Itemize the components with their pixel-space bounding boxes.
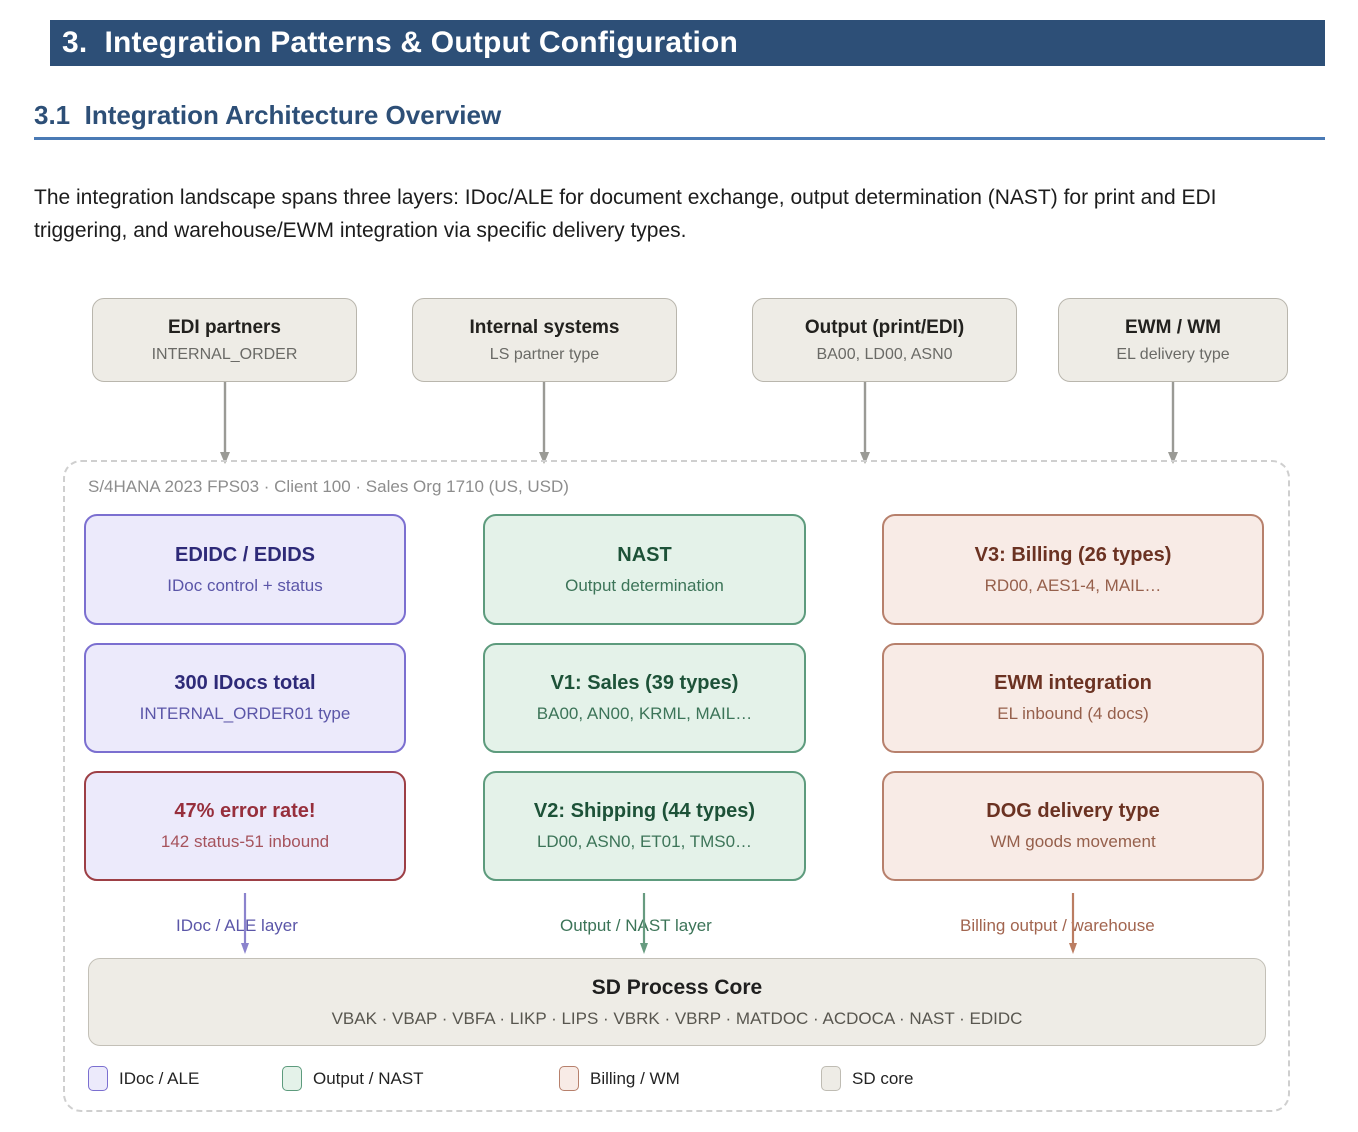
component-card-v3-billing: V3: Billing (26 types) RD00, AES1-4, MAI… (882, 514, 1264, 625)
arrow-down-icon (1069, 893, 1077, 954)
arrow-down-icon (241, 893, 249, 954)
legend-label: Billing / WM (590, 1068, 680, 1088)
layer-label-output-nast: Output / NAST layer (560, 916, 712, 935)
external-source-box-edi-partners: EDI partners INTERNAL_ORDER (92, 298, 357, 382)
external-source-title: Internal systems (469, 316, 620, 338)
component-title: V1: Sales (39 types) (550, 672, 739, 694)
legend-item-sd-core: SD core (821, 1066, 913, 1091)
component-title: EDIDC / EDIDS (174, 543, 316, 566)
legend-swatch-icon (282, 1066, 302, 1091)
component-subtitle: WM goods movement (990, 832, 1156, 851)
subsection-divider (34, 137, 1325, 140)
component-card-error-rate: 47% error rate! 142 status-51 inbound (84, 771, 406, 881)
legend-swatch-icon (88, 1066, 108, 1091)
component-card-300-idocs-total: 300 IDocs total INTERNAL_ORDER01 type (84, 643, 406, 753)
external-source-box-output: Output (print/EDI) BA00, LD00, ASN0 (752, 298, 1017, 382)
component-card-dog-delivery-type: DOG delivery type WM goods movement (882, 771, 1264, 881)
component-subtitle: IDoc control + status (167, 575, 323, 595)
legend: IDoc / ALE Output / NAST Billing / WM SD… (88, 1066, 1258, 1096)
core-title: SD Process Core (591, 975, 763, 999)
component-subtitle: Output determination (565, 575, 724, 595)
component-card-v1-sales: V1: Sales (39 types) BA00, AN00, KRML, M… (483, 643, 806, 753)
external-source-subtitle: BA00, LD00, ASN0 (816, 345, 953, 363)
intro-paragraph: The integration landscape spans three la… (34, 186, 1217, 242)
external-source-title: EWM / WM (1124, 316, 1222, 338)
legend-item-idoc-ale: IDoc / ALE (88, 1066, 199, 1091)
component-subtitle: BA00, AN00, KRML, MAIL… (536, 704, 753, 723)
legend-swatch-icon (559, 1066, 579, 1091)
legend-item-billing-wm: Billing / WM (559, 1066, 680, 1091)
arrow-down-icon (539, 382, 549, 464)
component-card-v2-shipping: V2: Shipping (44 types) LD00, ASN0, ET01… (483, 771, 806, 881)
subsection-header: 3.1 Integration Architecture Overview (34, 100, 1325, 140)
component-card-ewm-integration: EWM integration EL inbound (4 docs) (882, 643, 1264, 753)
external-source-subtitle: LS partner type (489, 345, 600, 363)
legend-item-output-nast: Output / NAST (282, 1066, 424, 1091)
external-source-box-internal-systems: Internal systems LS partner type (412, 298, 677, 382)
component-title: V3: Billing (26 types) (974, 543, 1172, 566)
component-title: DOG delivery type (986, 800, 1160, 822)
component-card-edidc-edids: EDIDC / EDIDS IDoc control + status (84, 514, 406, 625)
component-title: V2: Shipping (44 types) (533, 800, 756, 822)
section-header-band: 3. Integration Patterns & Output Configu… (50, 20, 1325, 66)
legend-label: Output / NAST (313, 1068, 424, 1088)
component-subtitle: RD00, AES1-4, MAIL… (984, 575, 1162, 595)
component-title: EWM integration (994, 672, 1152, 694)
component-subtitle: INTERNAL_ORDER01 type (139, 704, 351, 723)
system-boundary-container (63, 460, 1290, 1112)
external-source-title: Output (print/EDI) (804, 316, 965, 338)
layer-label-billing-warehouse: Billing output / warehouse (960, 916, 1155, 935)
component-title: 300 IDocs total (174, 672, 316, 694)
external-source-subtitle: EL delivery type (1116, 345, 1230, 363)
arrow-down-icon (640, 893, 648, 954)
external-source-title: EDI partners (168, 316, 281, 338)
component-title: 47% error rate! (174, 800, 316, 822)
layer-label-idoc-ale: IDoc / ALE layer (176, 916, 298, 935)
subsection-title: 3.1 Integration Architecture Overview (34, 100, 502, 130)
component-subtitle: 142 status-51 inbound (160, 832, 330, 851)
legend-swatch-icon (821, 1066, 841, 1091)
arrow-down-icon (220, 382, 230, 464)
arrow-down-icon (860, 382, 870, 464)
component-title: NAST (617, 543, 672, 566)
legend-label: SD core (852, 1068, 914, 1088)
sd-process-core-box: SD Process Core VBAK · VBAP · VBFA · LIK… (88, 958, 1266, 1046)
core-subtitle: VBAK · VBAP · VBFA · LIKP · LIPS · VBRK … (331, 1008, 1023, 1028)
legend-label: IDoc / ALE (119, 1068, 200, 1088)
external-source-box-ewm-wm: EWM / WM EL delivery type (1058, 298, 1288, 382)
component-subtitle: LD00, ASN0, ET01, TMS0… (536, 832, 753, 851)
component-subtitle: EL inbound (4 docs) (997, 704, 1149, 723)
external-source-subtitle: INTERNAL_ORDER (151, 345, 298, 363)
component-card-nast: NAST Output determination (483, 514, 806, 625)
section-title: 3. Integration Patterns & Output Configu… (62, 26, 739, 59)
system-caption: S/4HANA 2023 FPS03 · Client 100 · Sales … (88, 477, 569, 496)
arrow-down-icon (1168, 382, 1178, 464)
